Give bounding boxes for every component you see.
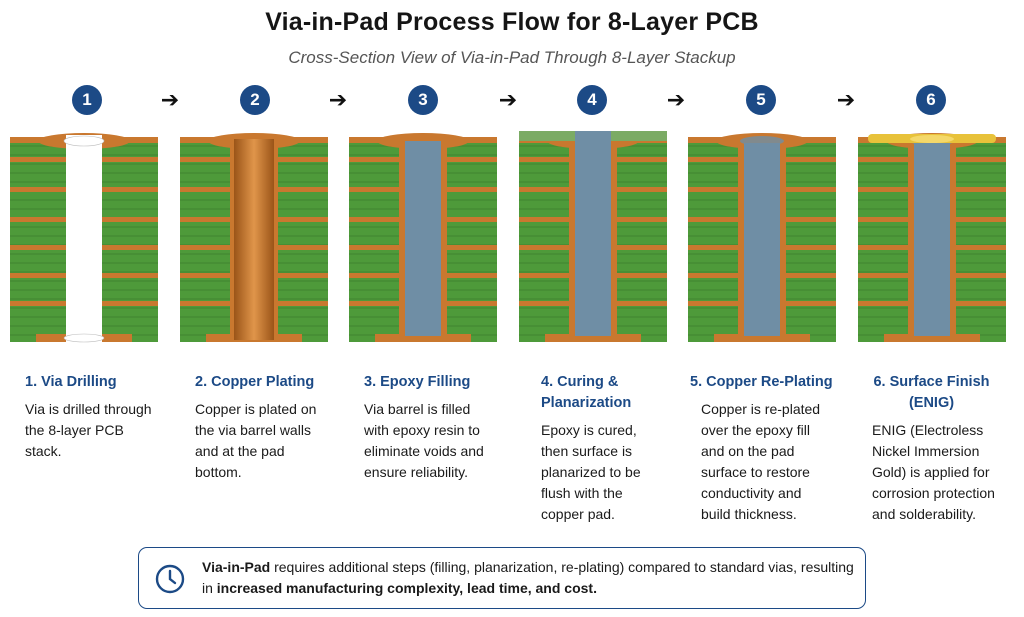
summary-note: Via-in-Pad requires additional steps (fi… [138, 547, 866, 609]
epoxy-filled-via-icon [349, 131, 497, 348]
replated-via-icon [688, 131, 836, 348]
step-3-description: Via barrel is filled with epoxy resin to… [364, 401, 484, 480]
right-arrow-icon: ➔ [328, 87, 348, 112]
step-5-title: 5. Copper Re-Plating [690, 374, 833, 390]
step-1-description: Via is drilled through the 8-layer PCB s… [25, 401, 152, 459]
step-5-badge: 5 [746, 85, 776, 115]
note-lead: Via-in-Pad [202, 559, 271, 575]
right-arrow-icon: ➔ [498, 87, 518, 112]
drilled-via-icon [10, 131, 158, 348]
copper-plated-via-icon [180, 131, 328, 348]
right-arrow-icon: ➔ [160, 87, 180, 112]
step-6-title: 6. Surface Finish (ENIG) [873, 374, 990, 411]
step-6-description: ENIG (Electroless Nickel Immersion Gold)… [872, 422, 995, 522]
step-1-badge: 1 [72, 85, 102, 115]
step-3-title: 3. Epoxy Filling [364, 374, 471, 390]
step-5-description: Copper is re-plated over the epoxy fill … [701, 401, 821, 522]
planarized-via-icon [519, 131, 667, 348]
step-4-badge: 4 [577, 85, 607, 115]
note-emphasis: increased manufacturing complexity, lead… [216, 580, 597, 596]
step-6-badge: 6 [916, 85, 946, 115]
page-subtitle: Cross-Section View of Via-in-Pad Through… [288, 48, 736, 67]
step-1-title: 1. Via Drilling [25, 374, 117, 390]
summary-note-text: Via-in-Pad requires additional steps (fi… [202, 557, 862, 599]
enig-finished-via-icon [858, 131, 1006, 348]
page-title: Via-in-Pad Process Flow for 8-Layer PCB [265, 8, 759, 36]
right-arrow-icon: ➔ [666, 87, 686, 112]
step-2-description: Copper is plated on the via barrel walls… [195, 401, 317, 480]
clock-icon [155, 564, 185, 594]
step-4-title: 4. Curing & Planarization [541, 374, 632, 411]
step-4-description: Epoxy is cured, then surface is planariz… [541, 422, 641, 522]
step-3-badge: 3 [408, 85, 438, 115]
step-2-badge: 2 [240, 85, 270, 115]
right-arrow-icon: ➔ [836, 87, 856, 112]
step-2-title: 2. Copper Plating [195, 374, 315, 390]
note-body: requires additional steps (filling, plan… [202, 559, 854, 596]
